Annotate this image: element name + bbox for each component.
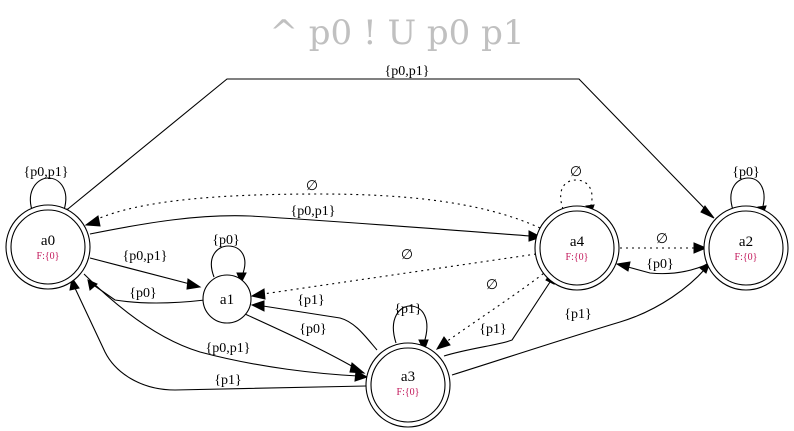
edge-label-a3-a1: {p1}: [297, 293, 324, 308]
edge-a0-a3: {p0,p1}: [83, 273, 369, 382]
node-a0-acceptance: F:{0}: [37, 251, 60, 262]
node-a4[interactable]: a4 F:{0}: [534, 205, 620, 291]
edge-label-a0-a3: {p0,p1}: [206, 341, 251, 356]
edge-a3-a3: {p1}: [392, 302, 429, 353]
node-a4-label: a4: [570, 234, 585, 250]
node-a4-acceptance: F:{0}: [566, 252, 589, 263]
edge-a4-a1: ∅: [250, 248, 537, 300]
edge-a4-a2: ∅: [620, 232, 708, 254]
edge-label-a3-a4: {p1}: [479, 322, 506, 337]
node-a2[interactable]: a2 F:{0}: [703, 205, 789, 291]
node-a3[interactable]: a3 F:{0}: [365, 342, 451, 428]
node-a3-acceptance: F:{0}: [397, 387, 420, 398]
node-a0-label: a0: [41, 233, 55, 249]
edge-label-a4-a2: ∅: [656, 232, 668, 247]
edge-label-a0-a4: {p0,p1}: [291, 204, 336, 219]
edge-a2-a4: {p0}: [615, 257, 709, 275]
edge-label-a4-a0: ∅: [306, 179, 318, 194]
edge-label-a3-a3: {p1}: [394, 302, 421, 317]
edge-a4-a3: ∅: [435, 269, 549, 350]
edge-label-a0-a2: {p0,p1}: [385, 64, 430, 79]
edge-label-a0-a1: {p0,p1}: [123, 249, 168, 264]
node-a1[interactable]: a1: [202, 274, 252, 324]
edge-label-a0-a0: {p0,p1}: [24, 165, 69, 180]
node-a0[interactable]: a0 F:{0}: [5, 204, 91, 290]
edge-label-a1-a3: {p0}: [299, 322, 326, 337]
edge-label-a2-a4: {p0}: [646, 257, 673, 272]
edge-a4-a0: ∅: [84, 179, 541, 229]
node-a2-acceptance: F:{0}: [735, 252, 758, 263]
edge-label-a1-a0: {p0}: [129, 286, 156, 301]
edge-a3-a1: {p1}: [250, 293, 378, 351]
edge-a0-a4: {p0,p1}: [89, 204, 543, 242]
edge-a1-a3: {p0}: [244, 313, 366, 374]
edge-a0-a1: {p0,p1}: [89, 249, 202, 290]
edge-label-a4-a1: ∅: [401, 248, 413, 263]
edge-a0-a2: {p0,p1}: [62, 64, 715, 219]
node-a3-label: a3: [401, 369, 415, 385]
edge-label-a3-a2: {p1}: [564, 307, 591, 322]
edge-label-a2-a2: {p0}: [732, 165, 759, 180]
node-a2-label: a2: [739, 234, 753, 250]
edge-label-a3-a0: {p1}: [214, 373, 241, 388]
edge-label-a4-a3: ∅: [486, 278, 498, 293]
edge-label-a4-a4: ∅: [570, 165, 582, 180]
diagram-title: ^ p0 ! U p0 p1: [269, 13, 524, 53]
node-a1-label: a1: [220, 292, 234, 308]
edge-a1-a0: {p0}: [87, 279, 206, 304]
edge-a3-a0: {p1}: [69, 276, 367, 391]
edge-label-a1-a1: {p0}: [212, 233, 239, 248]
edge-a3-a4: {p1}: [443, 268, 555, 357]
